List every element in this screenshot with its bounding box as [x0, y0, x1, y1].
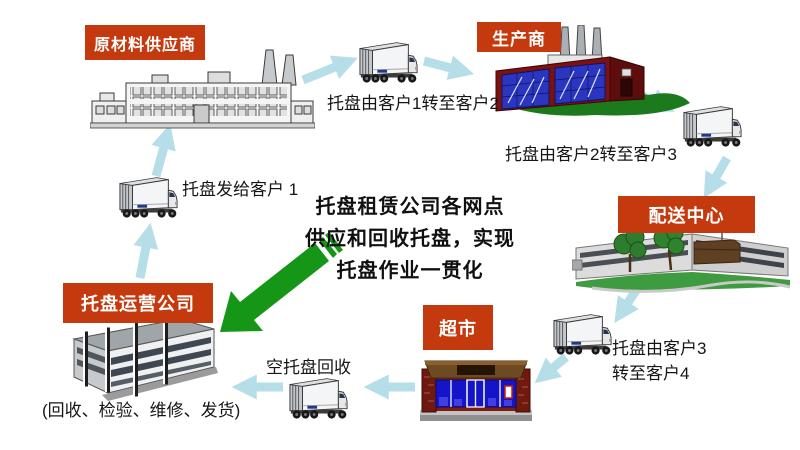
arrow-supplier-to-truck-top [301, 55, 358, 85]
node-label-supermarket: 超市 [423, 305, 493, 350]
center-statement-line3: 托盘作业一贯化 [336, 260, 484, 282]
flow-label-customer2-to-customer3: 托盘由客户2转至客户3 [505, 145, 677, 164]
arrow-truck-right-to-distribution [703, 155, 731, 199]
truck-icon-distribution-to-supermarket [552, 312, 614, 358]
arrow-truck-top-to-manufacturer [422, 55, 475, 80]
arrow-truck-mid-to-supermarket [534, 353, 569, 384]
raw-material-factory-icon [90, 49, 315, 129]
node-label-manufacturer: 生产商 [477, 22, 561, 52]
center-statement-line2: 供应和回收托盘，实现 [305, 228, 515, 250]
flow-label-customer1-to-customer2: 托盘由客户1转至客户2 [327, 94, 499, 113]
truck-icon-manufacturer-to-distribution [682, 104, 744, 150]
truck-icon-supplier-to-manufacturer [358, 40, 420, 86]
truck-icon-empty-pallet-return [288, 376, 350, 422]
arrow-truck-left-to-supplier [151, 123, 176, 178]
flow-label-customer3-to-customer4-line2: 转至客户4 [612, 364, 690, 383]
arrow-operator-to-truck-left [133, 222, 159, 279]
pallet-operator-functions-note: (回收、检验、维修、发货) [42, 401, 241, 420]
truck-icon-operator-to-supplier [118, 175, 180, 221]
distribution-center-building-icon [572, 224, 791, 293]
flow-label-empty-pallet-return: 空托盘回收 [266, 358, 351, 377]
manufacturer-plant-icon [494, 25, 690, 116]
node-label-raw-material-supplier: 原材料供应商 [85, 25, 205, 60]
flow-label-customer3-to-customer4: 托盘由客户3 转至客户4 [612, 336, 706, 386]
supermarket-storefront-icon [420, 360, 532, 421]
node-label-distribution-center: 配送中心 [618, 196, 755, 233]
center-statement: 托盘租赁公司各网点 供应和回收托盘，实现 托盘作业一贯化 [286, 191, 534, 287]
flow-label-customer3-to-customer4-line1: 托盘由客户3 [612, 339, 707, 358]
center-statement-line1: 托盘租赁公司各网点 [315, 196, 505, 218]
node-label-pallet-operator: 托盘运营公司 [63, 283, 213, 323]
pallet-company-building-icon [72, 317, 218, 401]
big-green-arrow [220, 232, 343, 332]
flow-label-issue-to-customer1: 托盘发给客户 1 [182, 180, 299, 199]
